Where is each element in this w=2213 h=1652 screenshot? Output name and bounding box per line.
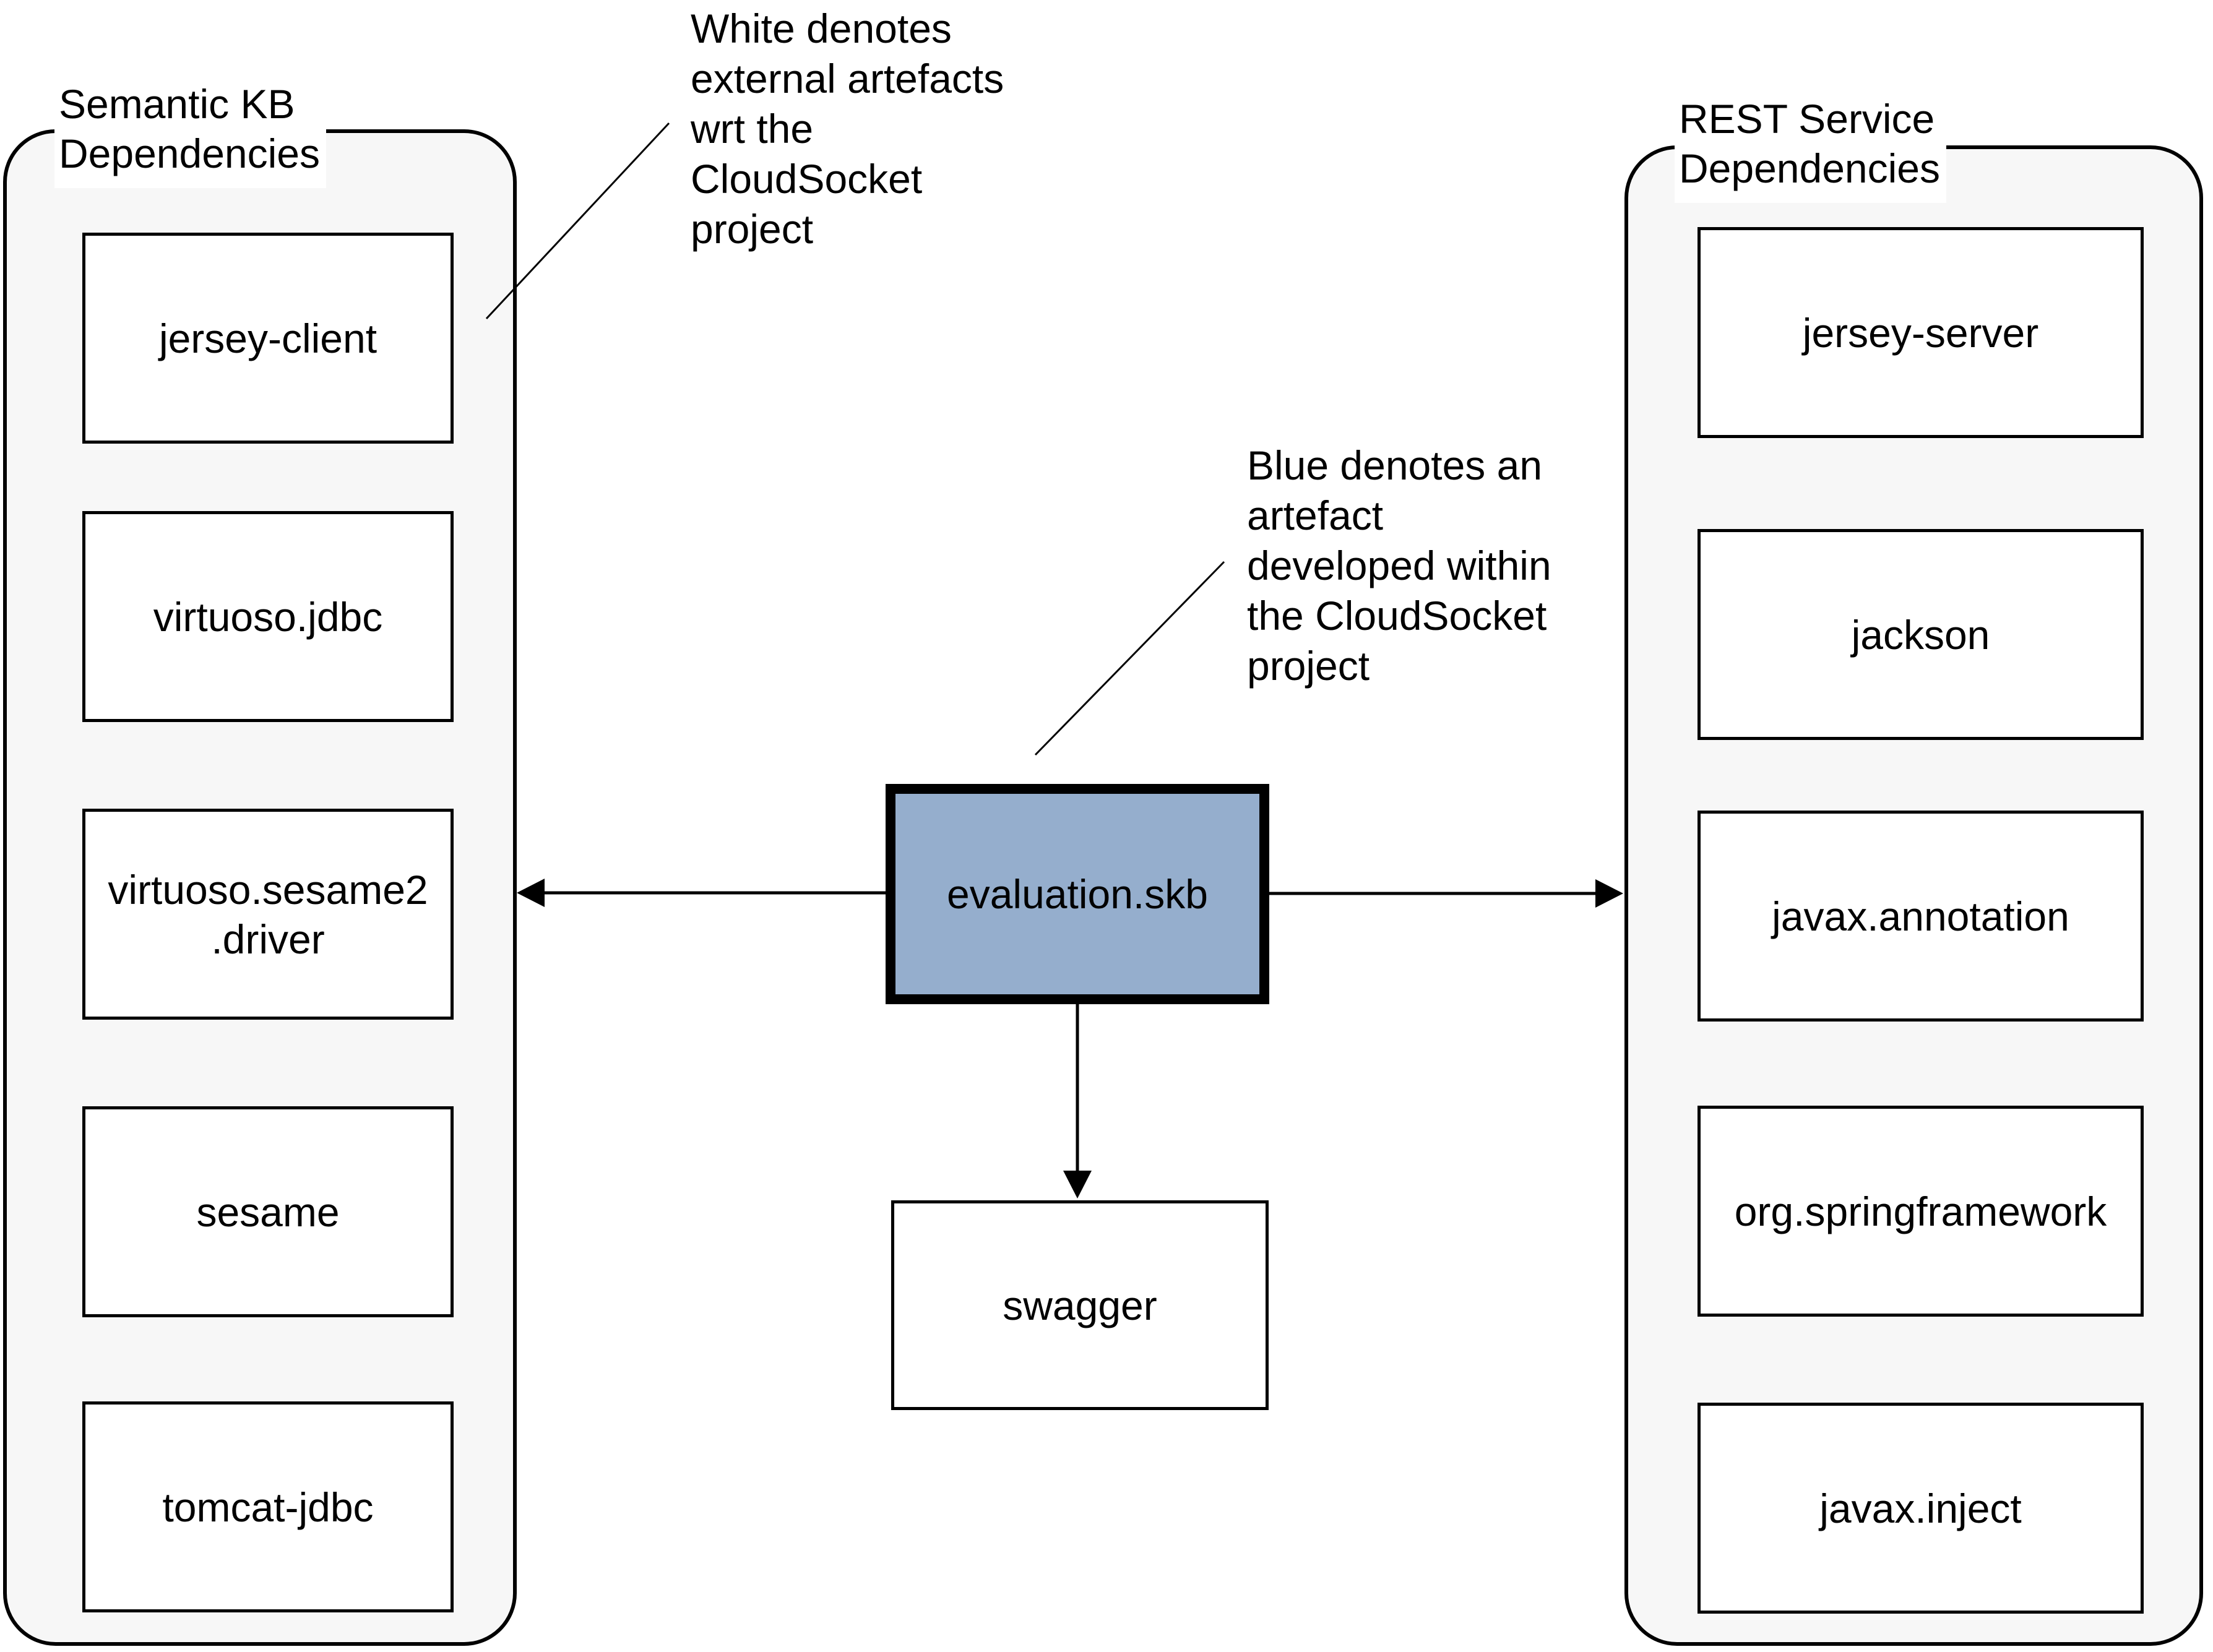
blue-note-leader-line <box>1034 561 1225 756</box>
box-label: tomcat-jdbc <box>162 1484 374 1530</box>
box-virtuoso-sesame2-driver: virtuoso.sesame2 .driver <box>82 809 454 1020</box>
box-jackson: jackson <box>1697 529 2144 740</box>
box-evaluation-skb: evaluation.skb <box>886 784 1269 1004</box>
box-javax-inject: javax.inject <box>1697 1403 2144 1614</box>
rest-service-title: REST Service Dependencies <box>1675 93 1946 203</box>
box-label: sesame <box>196 1189 340 1235</box>
box-label: jersey-server <box>1802 309 2039 356</box>
blue-note-annotation: Blue denotes an artefact developed withi… <box>1247 442 1551 689</box>
box-label: virtuoso.jdbc <box>153 593 383 640</box>
box-javax-annotation: javax.annotation <box>1697 811 2144 1022</box>
arrow-right-head-icon <box>1595 879 1623 908</box>
semantic-kb-title: Semantic KB Dependencies <box>54 78 326 188</box>
box-label: javax.inject <box>1819 1485 2022 1531</box>
box-org-springframework: org.springframework <box>1697 1106 2144 1317</box>
box-label: jersey-client <box>158 315 377 361</box>
box-jersey-server: jersey-server <box>1697 227 2144 438</box>
box-tomcat-jdbc: tomcat-jdbc <box>82 1401 454 1612</box>
box-label: jackson <box>1851 611 1990 658</box>
box-label: javax.annotation <box>1772 893 2069 939</box>
arrow-down-head-icon <box>1063 1171 1092 1198</box>
box-label: swagger <box>1003 1282 1157 1328</box>
box-jersey-client: jersey-client <box>82 233 454 444</box>
box-sesame: sesame <box>82 1106 454 1317</box>
box-label: evaluation.skb <box>947 871 1208 917</box>
white-note-annotation: White denotes external artefacts wrt the… <box>691 6 1004 252</box>
arrow-left-head-icon <box>517 879 545 907</box>
box-label: org.springframework <box>1734 1188 2107 1234</box>
box-virtuoso-jdbc: virtuoso.jdbc <box>82 511 454 722</box>
box-swagger: swagger <box>891 1200 1269 1410</box>
box-label: virtuoso.sesame2 .driver <box>108 866 428 962</box>
